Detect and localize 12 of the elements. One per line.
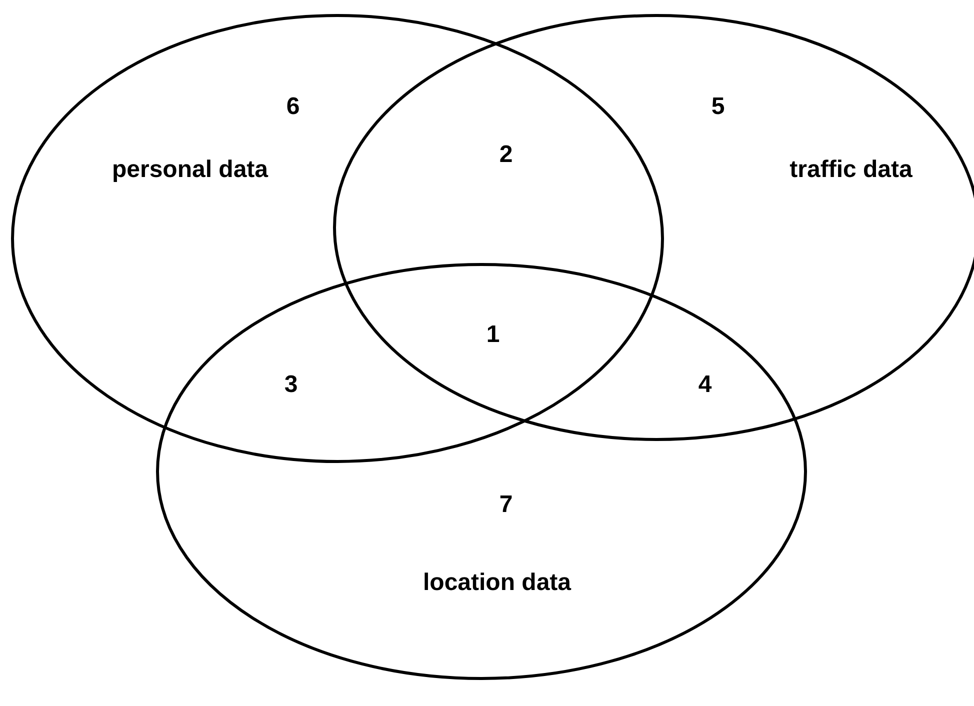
region-number: 1 [486,322,500,348]
region-number: 5 [711,94,725,120]
set-label: location data [422,570,572,596]
region-number: 7 [499,492,513,518]
set-label: personal data [112,156,268,184]
venn-ellipse [10,14,664,462]
region-number: 4 [698,372,712,398]
venn-ellipse [156,262,806,680]
region-number: 3 [284,372,298,398]
set-label: traffic data [790,156,912,184]
region-number: 2 [499,142,513,168]
region-number: 6 [286,94,300,120]
